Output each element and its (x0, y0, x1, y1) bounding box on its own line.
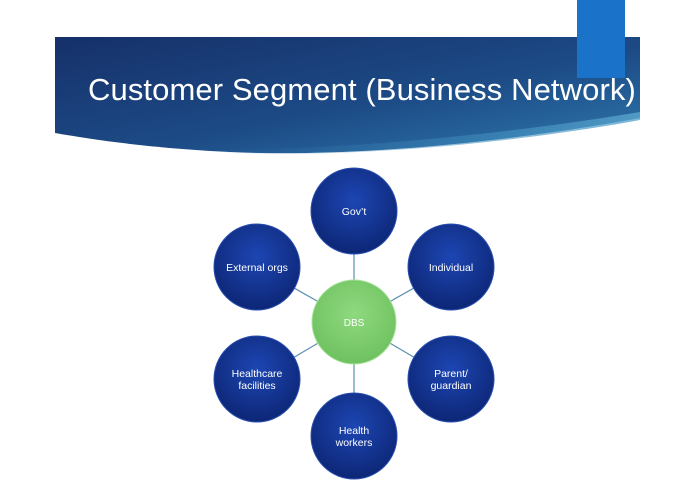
node-parent-guardian: Parent/guardian (407, 335, 495, 423)
banner-shape (55, 37, 640, 154)
title-banner (55, 0, 640, 154)
node-label-parent-guardian: Parent/ (434, 368, 468, 380)
node-label-healthcare-facilities: Healthcare (232, 368, 283, 380)
connector-individual (390, 287, 414, 302)
node-label-parent-guardian: guardian (431, 380, 472, 392)
node-external-orgs: External orgs (213, 223, 301, 311)
center-node-dbs: DBS (311, 279, 397, 365)
center-node-circle (311, 279, 397, 365)
node-circle-health-workers (310, 392, 398, 480)
node-label-individual: Individual (429, 262, 473, 274)
center-node-label: DBS (344, 318, 365, 329)
node-label-healthcare-facilities: facilities (238, 380, 275, 392)
node-label-external-orgs: External orgs (226, 262, 288, 274)
node-label-health-workers: workers (335, 437, 373, 449)
node-label-health-workers: Health (339, 425, 370, 437)
node-label-govt: Gov’t (342, 206, 367, 218)
slide-title: Customer Segment (Business Network) (88, 72, 636, 107)
connector-external-orgs (294, 287, 318, 302)
node-govt: Gov’t (310, 167, 398, 255)
banner-wave (200, 112, 640, 154)
connector-lines (293, 254, 415, 393)
node-individual: Individual (407, 223, 495, 311)
connector-healthcare-facilities (293, 342, 319, 358)
node-circle-parent-guardian (407, 335, 495, 423)
node-circle-govt (310, 167, 398, 255)
node-circle-healthcare-facilities (213, 335, 301, 423)
connector-parent-guardian (389, 342, 415, 358)
node-circle-external-orgs (213, 223, 301, 311)
accent-tab (577, 0, 625, 78)
segment-nodes: Gov’tIndividualParent/guardianHealthwork… (213, 167, 495, 480)
node-circle-individual (407, 223, 495, 311)
